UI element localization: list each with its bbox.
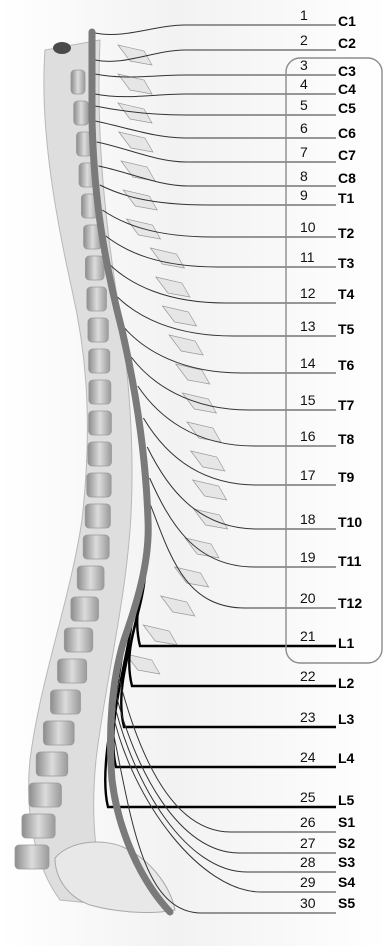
segment-label-s2: S2 <box>338 835 355 851</box>
segment-label-s3: S3 <box>338 854 355 870</box>
segment-number: 30 <box>300 895 316 911</box>
segment-label-t5: T5 <box>338 321 355 337</box>
segment-label-t1: T1 <box>338 190 355 206</box>
vertebral-body <box>88 442 112 466</box>
segment-number: 7 <box>300 144 308 160</box>
segment-number: 5 <box>300 97 308 113</box>
segment-label-c6: C6 <box>338 125 356 141</box>
vertebral-body <box>29 783 61 807</box>
vertebral-body <box>43 721 74 745</box>
vertebral-body <box>89 349 110 373</box>
segment-number: 2 <box>300 32 308 48</box>
vertebral-body <box>71 597 99 621</box>
segment-number: 17 <box>300 467 316 483</box>
segment-label-t9: T9 <box>338 469 355 485</box>
segment-label-c2: C2 <box>338 35 356 51</box>
segment-number: 6 <box>300 120 308 136</box>
segment-number: 26 <box>300 814 316 830</box>
segment-number: 28 <box>300 854 316 870</box>
segment-number: 12 <box>300 285 316 301</box>
vertebral-body <box>83 535 109 559</box>
segment-number: 15 <box>300 392 316 408</box>
segment-number: 16 <box>300 428 316 444</box>
segment-number: 29 <box>300 874 316 890</box>
segment-number: 9 <box>300 187 308 203</box>
segment-number: 8 <box>300 168 308 184</box>
vertebral-body <box>85 256 104 280</box>
vertebral-body <box>50 690 80 714</box>
segment-label-t11: T11 <box>338 553 362 569</box>
segment-label-c8: C8 <box>338 170 356 186</box>
segment-label-l4: L4 <box>338 750 355 766</box>
vertebral-body <box>64 628 92 652</box>
segment-label-t4: T4 <box>338 286 355 302</box>
vertebral-body <box>15 845 49 869</box>
segment-number: 4 <box>300 76 308 92</box>
segment-number: 3 <box>300 57 308 73</box>
vertebral-body <box>57 659 86 683</box>
vertebral-body <box>87 287 107 311</box>
segment-number: 21 <box>300 628 316 644</box>
segment-label-s4: S4 <box>338 874 355 890</box>
segment-label-s5: S5 <box>338 895 355 911</box>
segment-number: 27 <box>300 835 316 851</box>
segment-label-t3: T3 <box>338 255 355 271</box>
segment-label-t2: T2 <box>338 225 355 241</box>
segment-label-c7: C7 <box>338 147 356 163</box>
vertebral-body <box>85 504 110 528</box>
segment-label-l1: L1 <box>338 635 355 651</box>
vertebral-body <box>89 380 111 404</box>
segment-number: 18 <box>300 511 316 527</box>
segment-number: 22 <box>300 668 316 684</box>
segment-number: 19 <box>300 549 316 565</box>
segment-label-c1: C1 <box>338 13 356 29</box>
segment-number: 20 <box>300 590 316 606</box>
vertebral-body <box>71 70 85 94</box>
vertebral-body <box>89 411 112 435</box>
segment-label-t8: T8 <box>338 431 355 447</box>
segment-number: 11 <box>300 249 315 265</box>
vertebral-body <box>74 101 89 125</box>
segment-number: 1 <box>300 7 308 23</box>
segment-label-t10: T10 <box>338 514 362 530</box>
segment-number: 25 <box>300 789 316 805</box>
vertebral-body <box>22 814 55 838</box>
segment-label-l3: L3 <box>338 711 355 727</box>
segment-number: 23 <box>300 709 316 725</box>
segment-label-c3: C3 <box>338 63 356 79</box>
segment-label-l2: L2 <box>338 675 355 691</box>
segment-label-l5: L5 <box>338 792 355 808</box>
segment-label-t6: T6 <box>338 357 355 373</box>
segment-label-c4: C4 <box>338 81 356 97</box>
segment-label-t7: T7 <box>338 397 355 413</box>
vertebral-body <box>77 566 104 590</box>
segment-label-s1: S1 <box>338 814 355 830</box>
vertebral-body <box>87 473 111 497</box>
vertebral-body <box>88 318 108 342</box>
segment-label-c5: C5 <box>338 100 356 116</box>
segment-number: 13 <box>300 318 316 334</box>
skull-base-shape <box>53 42 71 54</box>
segment-number: 10 <box>300 219 316 235</box>
vertebral-body <box>36 752 68 776</box>
segment-label-t12: T12 <box>338 595 362 611</box>
segment-number: 14 <box>300 355 316 371</box>
segment-number: 24 <box>300 749 316 765</box>
